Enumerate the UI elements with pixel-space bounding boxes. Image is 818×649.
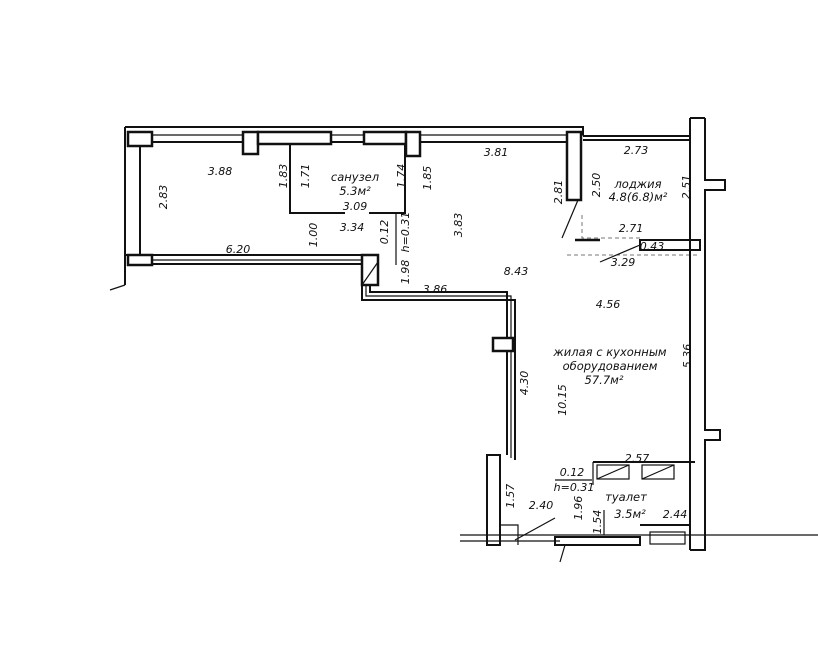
- dimension: h=0.31: [399, 212, 412, 253]
- column: [491, 336, 515, 353]
- dimension: 1.00: [307, 223, 320, 248]
- column: [565, 130, 583, 202]
- walls: [109, 117, 818, 563]
- dimension: 0.12: [378, 220, 391, 245]
- dimension: h=0.31: [554, 481, 595, 494]
- dimension: 1.98: [399, 260, 412, 285]
- dimension: 2.71: [619, 222, 644, 235]
- dimension: 3.34: [340, 221, 365, 234]
- column: [126, 130, 154, 148]
- room-area-bathroom: 5.3м²: [339, 184, 371, 198]
- dimension: 1.85: [421, 166, 434, 191]
- room-name-bathroom: санузел: [331, 170, 380, 184]
- dimension: 2.50: [590, 173, 603, 198]
- column: [126, 253, 154, 267]
- dimension: 2.57: [625, 452, 650, 465]
- room-name-living-2: оборудованием: [563, 359, 658, 373]
- dimension: 3.83: [452, 213, 465, 238]
- dimension: 2.51: [680, 175, 693, 200]
- dimension: 3.81: [484, 146, 509, 159]
- room-area-loggia: 4.8(6.8)м²: [609, 190, 668, 204]
- room-area-toilet: 3.5м²: [614, 507, 646, 521]
- window: [362, 130, 408, 146]
- dimension: 1.96: [572, 496, 585, 521]
- dimension: 4.30: [518, 371, 531, 396]
- dimension: 1.54: [591, 510, 604, 535]
- dimension: 2.73: [624, 144, 649, 157]
- dimension: 3.88: [208, 165, 233, 178]
- dimension: 4.56: [596, 298, 621, 311]
- room-name-loggia: лоджия: [613, 177, 661, 191]
- dimension: 1.74: [395, 164, 408, 189]
- dimension: 0.43: [640, 240, 665, 253]
- dimension: 2.44: [663, 508, 688, 521]
- dimension: 3.09: [343, 200, 368, 213]
- dimension: 6.20: [226, 243, 251, 256]
- dimension: 1.71: [299, 164, 312, 189]
- column: [360, 253, 380, 287]
- dimension: 2.81: [552, 180, 565, 205]
- room-area-living: 57.7м²: [585, 373, 624, 387]
- dimension: 2.83: [157, 185, 170, 210]
- dimension: 3.86: [423, 283, 448, 296]
- dimension: 3.29: [611, 256, 636, 269]
- dimension: 1.83: [277, 164, 290, 189]
- dimension: 0.12: [560, 466, 585, 479]
- dimension: 8.43: [504, 265, 529, 278]
- dimension: 5.36: [681, 344, 694, 369]
- room-labels: санузел 5.3м² лоджия 4.8(6.8)м² жилая с …: [331, 170, 668, 521]
- dimension: 1.57: [504, 484, 517, 509]
- room-name-living-1: жилая с кухонным: [552, 345, 666, 359]
- dimension: 2.40: [529, 499, 554, 512]
- dimension-labels: 3.88 2.83 1.83 1.71 3.09 1.74 1.85 3.81 …: [157, 144, 694, 534]
- room-name-toilet: туалет: [605, 490, 647, 504]
- window: [256, 130, 333, 146]
- column: [241, 130, 260, 156]
- dimension: 10.15: [556, 384, 569, 416]
- column: [404, 130, 422, 158]
